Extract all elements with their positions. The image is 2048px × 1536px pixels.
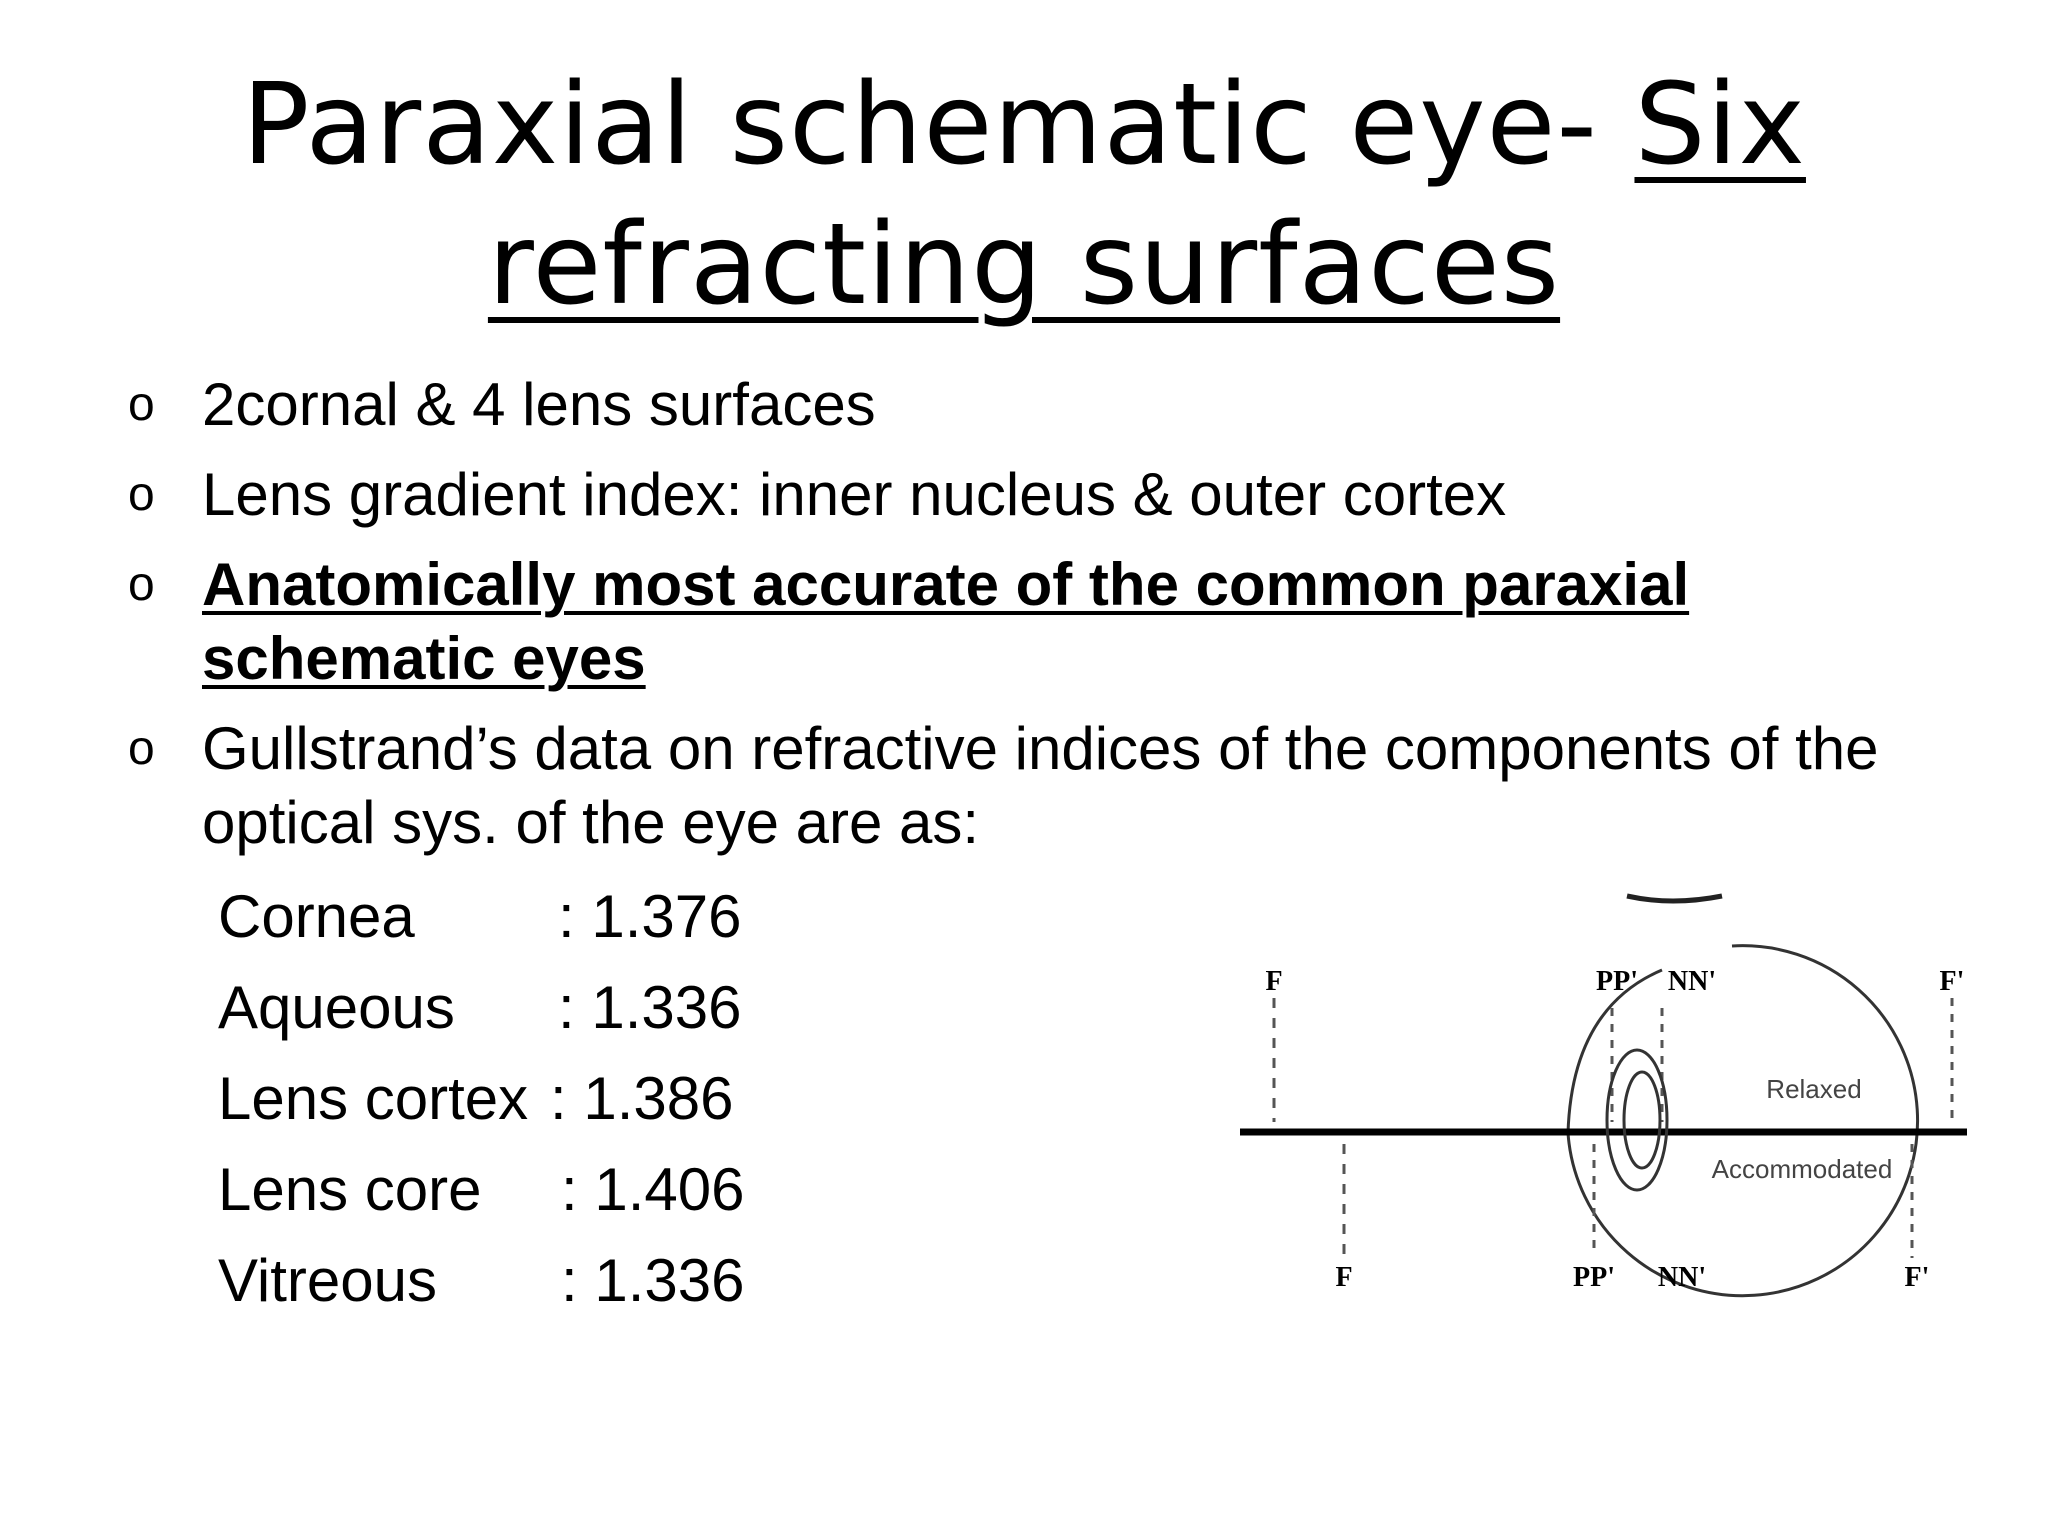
cornea-outline xyxy=(1566,968,1663,1134)
eye-globe-outline xyxy=(1566,944,1920,1298)
label-nn-top: NN' xyxy=(1668,966,1716,997)
index-name: Lens cortex xyxy=(218,1065,529,1132)
label-pp-top: PP' xyxy=(1596,966,1638,997)
bullet-item: o Anatomically most accurate of the comm… xyxy=(120,548,1920,696)
bullet-text: Lens gradient index: inner nucleus & out… xyxy=(202,461,1507,528)
bullet-marker: o xyxy=(128,378,155,431)
label-f-prime-top: F' xyxy=(1940,966,1965,997)
bullet-item: o Lens gradient index: inner nucleus & o… xyxy=(120,458,1920,532)
title-line1-underlined: Six xyxy=(1634,60,1806,190)
index-value: : 1.336 xyxy=(561,1247,745,1314)
title-line2-underlined: refracting surfaces xyxy=(487,200,1561,330)
label-nn-bottom: NN' xyxy=(1658,1262,1706,1293)
index-name: Lens core xyxy=(218,1156,482,1223)
index-row-lens-cortex: Lens cortex : 1.386 xyxy=(218,1062,745,1153)
bullet-list: o 2cornal & 4 lens surfaces o Lens gradi… xyxy=(120,368,1920,860)
label-f-top: F xyxy=(1265,966,1282,997)
bullet-text-emphasis: Anatomically most accurate of the common… xyxy=(202,551,1690,692)
slide-title: Paraxial schematic eye- Six refracting s… xyxy=(0,55,2048,335)
refractive-index-list: Cornea : 1.376 Aqueous : 1.336 Lens cortex… xyxy=(218,880,745,1335)
bullet-marker: o xyxy=(128,722,155,775)
bullet-marker: o xyxy=(128,468,155,521)
label-accommodated: Accommodated xyxy=(1712,1154,1893,1184)
index-row-vitreous: Vitreous : 1.336 xyxy=(218,1244,745,1335)
lens-arc-top xyxy=(1626,893,1723,904)
index-row-cornea: Cornea : 1.376 xyxy=(218,880,745,971)
schematic-eye-diagram: F PP' NN' F' Relaxed Accommodated F PP' … xyxy=(1240,893,1967,1298)
label-pp-bottom: PP' xyxy=(1573,1262,1615,1293)
label-f-prime-bottom: F' xyxy=(1905,1262,1930,1293)
label-f-bottom: F xyxy=(1335,1262,1352,1293)
title-line1-text: Paraxial schematic eye- xyxy=(242,60,1635,190)
label-relaxed: Relaxed xyxy=(1766,1074,1861,1104)
bullet-text: 2cornal & 4 lens surfaces xyxy=(202,371,876,438)
bullet-marker: o xyxy=(128,558,155,611)
bullet-item: o Gullstrand’s data on refractive indice… xyxy=(120,712,1920,860)
index-value: : 1.376 xyxy=(558,883,742,950)
index-name: Vitreous xyxy=(218,1247,438,1314)
index-value: : 1.406 xyxy=(561,1156,745,1223)
index-value: : 1.336 xyxy=(558,974,742,1041)
index-value: : 1.386 xyxy=(550,1065,734,1132)
index-row-aqueous: Aqueous : 1.336 xyxy=(218,971,745,1062)
lens-relaxed xyxy=(1605,1048,1669,1192)
bullet-text: Gullstrand’s data on refractive indices … xyxy=(202,715,1879,856)
index-row-lens-core: Lens core : 1.406 xyxy=(218,1153,745,1244)
lens-accommodated xyxy=(1622,1070,1662,1170)
bullet-item: o 2cornal & 4 lens surfaces xyxy=(120,368,1920,442)
index-name: Aqueous xyxy=(218,974,455,1041)
index-name: Cornea xyxy=(218,883,415,950)
